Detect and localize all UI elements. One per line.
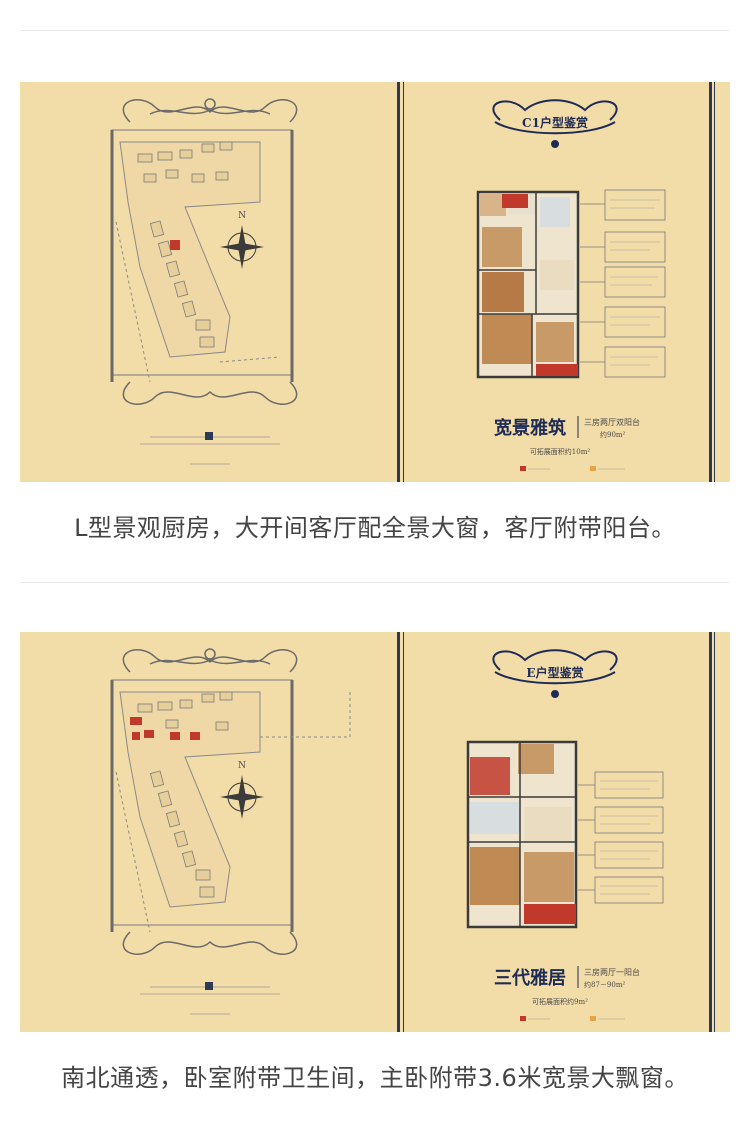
plan-title: 宽景雅筑 <box>494 417 566 439</box>
floor-plan-panel: E户型鉴赏 <box>400 632 730 1032</box>
bathroom <box>540 197 570 227</box>
site-map-illustration: N <box>110 98 298 465</box>
right-edge-divider-thin <box>714 632 715 1032</box>
plan-size: 约87－90m² <box>584 980 625 989</box>
master-bedroom <box>482 314 532 364</box>
dining-area <box>524 807 572 842</box>
center-divider <box>397 632 400 1032</box>
plan-title: 三代雅居 <box>494 967 566 989</box>
living-room <box>524 852 574 902</box>
floorplan-poster-e[interactable]: N E户型鉴赏 <box>20 632 730 1032</box>
plan-note: 可拓展面积约10m² <box>530 447 591 456</box>
balcony <box>524 904 576 924</box>
site-map-panel: N <box>20 632 398 1032</box>
right-edge-divider <box>709 82 712 482</box>
living-room <box>482 227 522 267</box>
north-label: N <box>238 211 246 221</box>
compass-icon <box>220 225 264 269</box>
plan-size: 约90m² <box>600 430 626 439</box>
bedroom-1 <box>482 272 524 312</box>
floor-plan-panel: C1户型鉴赏 <box>400 82 730 482</box>
highlighted-building <box>170 240 180 250</box>
center-divider-thin <box>403 82 404 482</box>
post-caption: 南北通透，卧室附带卫生间，主卧附带3.6米宽景大飘窗。 <box>61 1064 689 1092</box>
post-caption: L型景观厨房，大开间客厅配全景大窗，客厅附带阳台。 <box>74 514 676 542</box>
plan-note: 可拓展面积约9m² <box>532 997 588 1006</box>
bathroom <box>470 802 520 834</box>
bedroom-1 <box>470 757 510 795</box>
site-map-illustration: N <box>110 648 351 1015</box>
bedroom-2 <box>518 744 554 774</box>
center-divider-thin <box>403 632 404 1032</box>
unit-type-badge: C1户型鉴赏 <box>522 115 588 130</box>
bedroom-2 <box>536 322 574 362</box>
site-map-panel: N <box>20 82 398 482</box>
center-divider <box>397 82 400 482</box>
highlighted-buildings <box>130 717 200 740</box>
unit-type-badge: E户型鉴赏 <box>526 665 583 680</box>
balcony <box>536 364 578 376</box>
top-divider <box>20 30 730 31</box>
plan-subtitle: 三房两厅一阳台 <box>584 967 640 977</box>
master-bedroom <box>470 847 520 905</box>
floorplan-poster-c1[interactable]: N C1户型鉴赏 <box>20 82 730 482</box>
compass-icon <box>220 775 264 819</box>
floor-plan-illustration: E户型鉴赏 <box>466 649 664 1021</box>
right-edge-divider-thin <box>714 82 715 482</box>
north-label: N <box>238 761 246 771</box>
plan-subtitle: 三房两厅双阳台 <box>584 417 640 427</box>
right-edge-divider <box>709 632 712 1032</box>
dining-area <box>540 260 574 290</box>
section-divider <box>20 582 730 583</box>
floor-plan-illustration: C1户型鉴赏 <box>476 99 666 471</box>
